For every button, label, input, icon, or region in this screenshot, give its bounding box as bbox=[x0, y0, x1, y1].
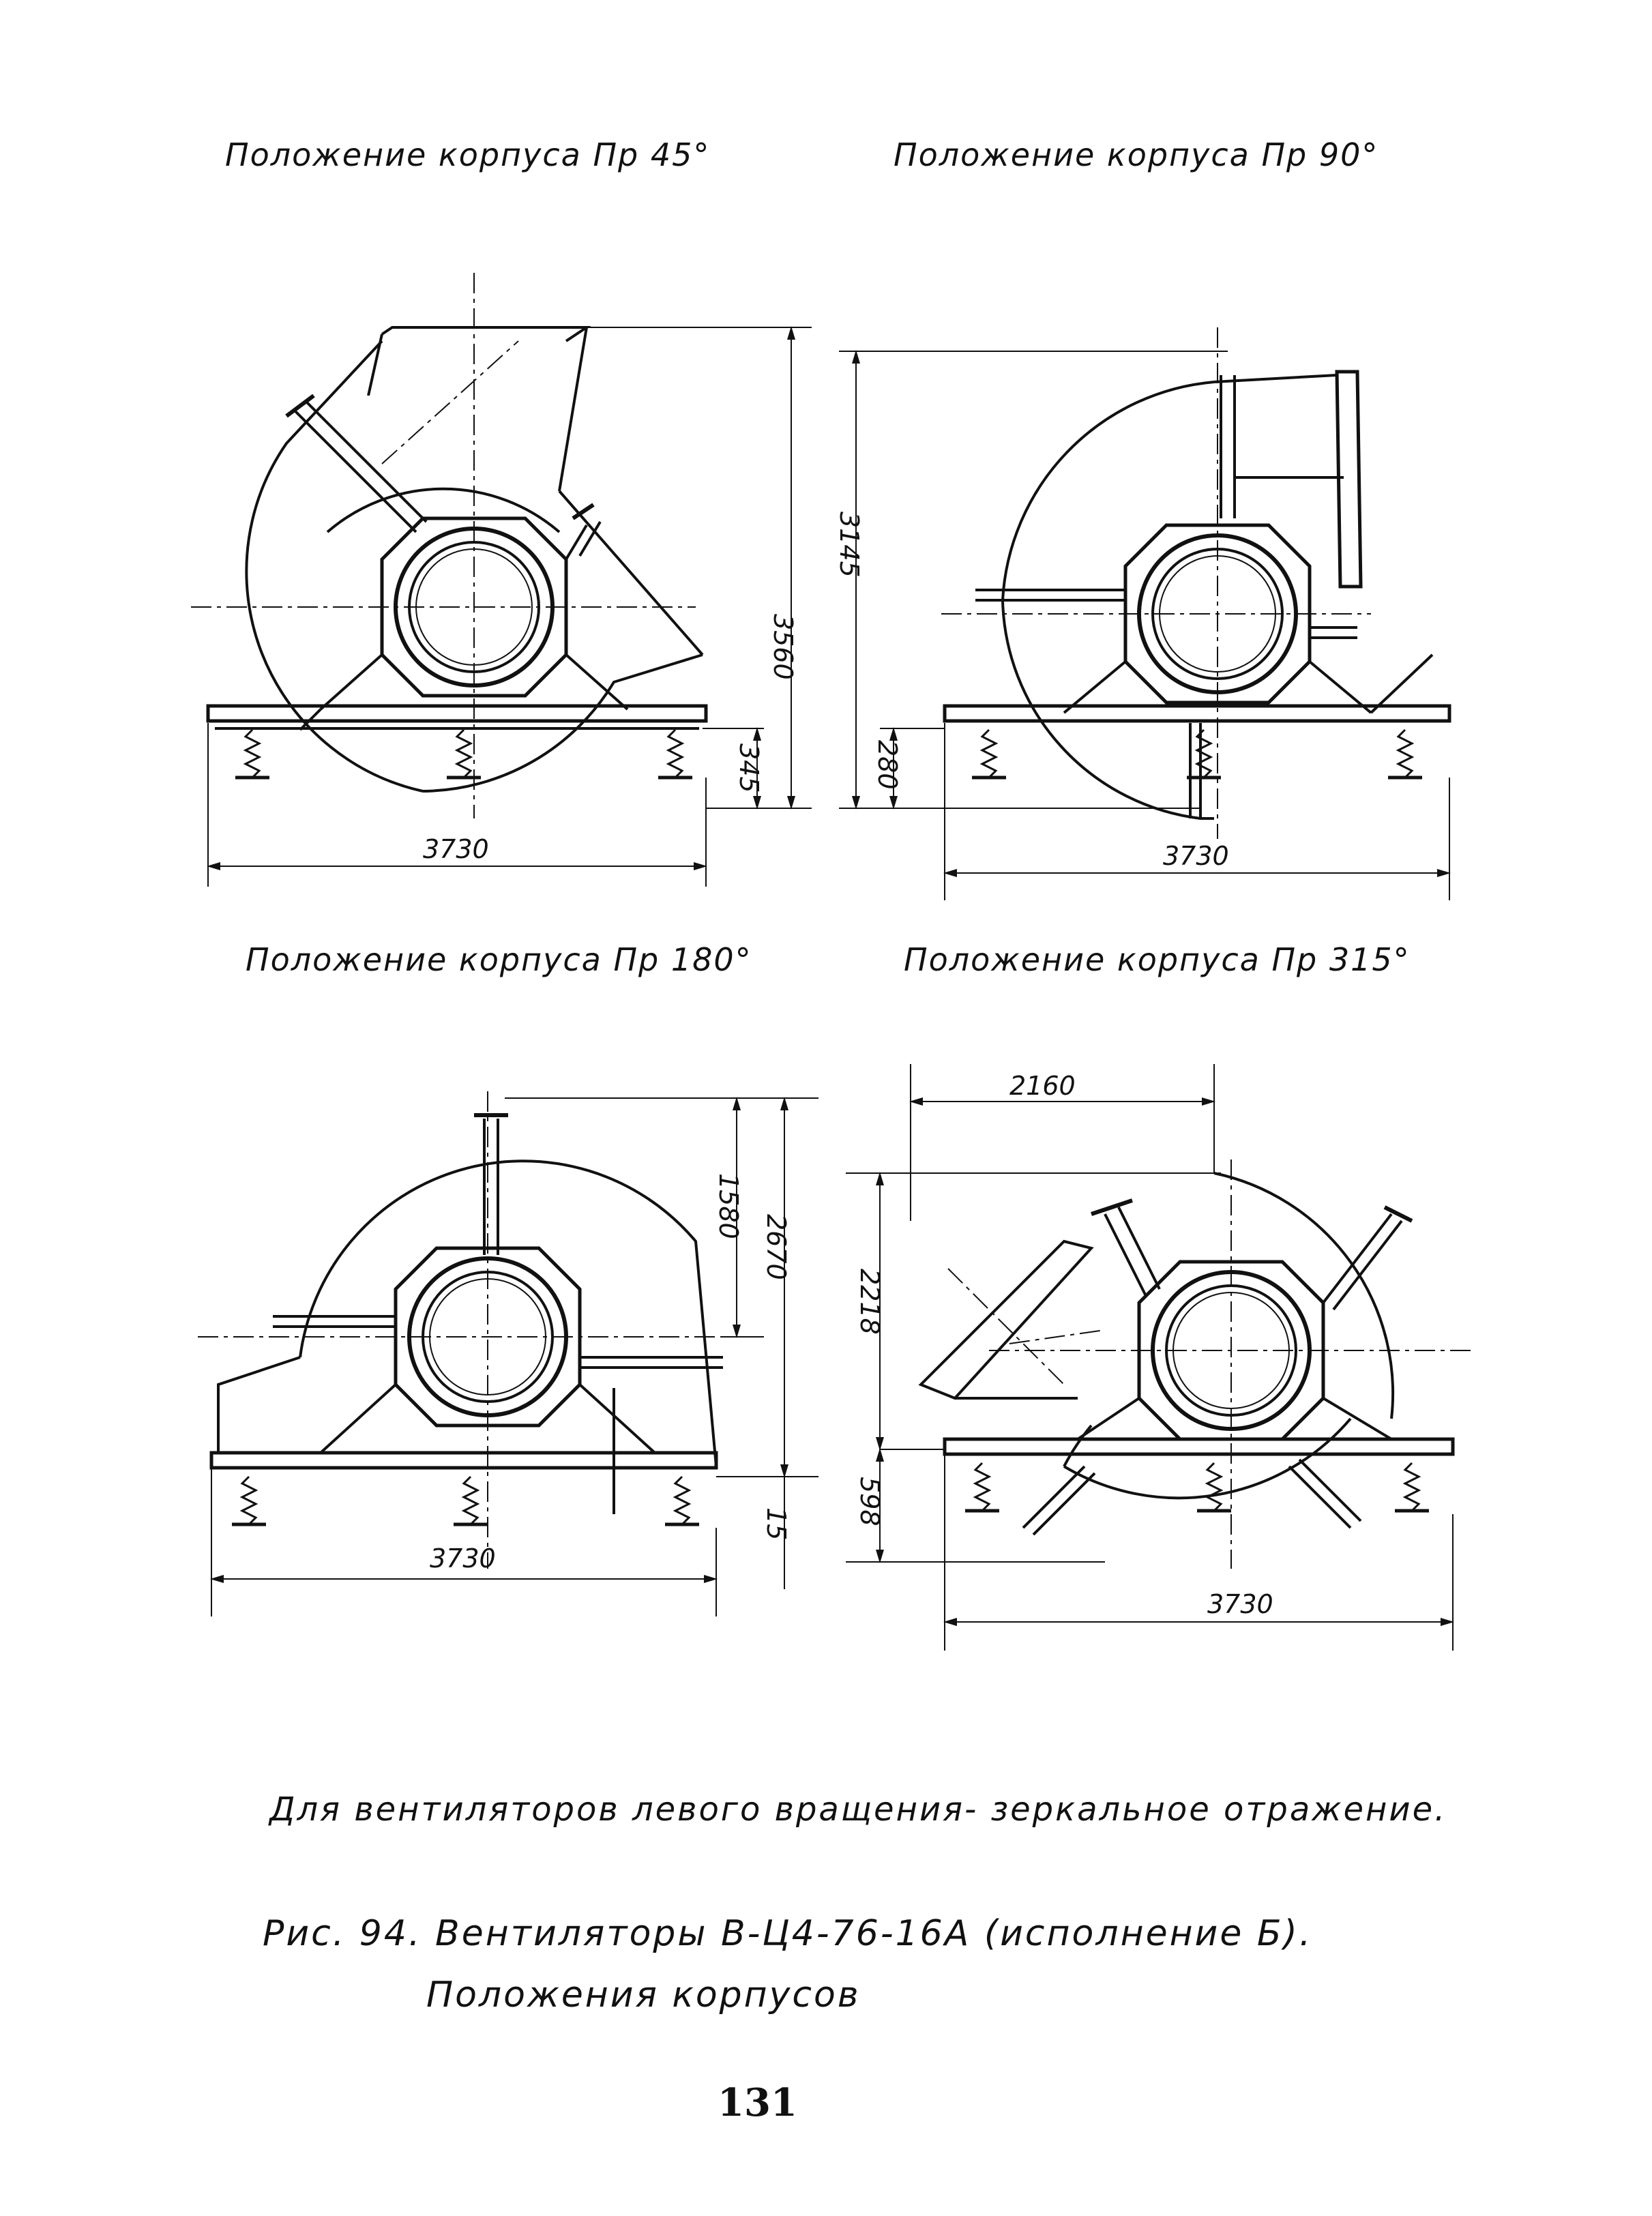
dim-height-45: 3560 bbox=[768, 614, 798, 680]
dim-width-45: 3730 bbox=[423, 834, 489, 864]
figure-caption-line1: Рис. 94. Вентиляторы В-Ц4-76-16А (исполн… bbox=[263, 1913, 1313, 1954]
dim-upper-180: 1580 bbox=[713, 1173, 743, 1239]
dim-height-180: 2670 bbox=[761, 1214, 791, 1280]
panel-title-180: Положение корпуса Пр 180° bbox=[246, 941, 752, 978]
dimensions-90 bbox=[839, 350, 1451, 900]
centerlines-45 bbox=[191, 273, 696, 818]
panel-title-315: Положение корпуса Пр 315° bbox=[904, 941, 1411, 978]
centerlines-180 bbox=[198, 1091, 737, 1569]
fan-drawing-180 bbox=[209, 1113, 723, 1526]
figure-caption-line2: Положения корпусов bbox=[426, 1975, 861, 2015]
centerlines-90 bbox=[941, 327, 1371, 839]
fan-drawing-90 bbox=[943, 370, 1451, 820]
mirror-note: Для вентиляторов левого вращения- зеркал… bbox=[269, 1790, 1447, 1829]
dimensions-180 bbox=[210, 1097, 818, 1616]
dim-base-315: 598 bbox=[855, 1477, 885, 1526]
dim-top-315: 2160 bbox=[1009, 1071, 1076, 1101]
dimensions-315 bbox=[846, 1064, 1454, 1651]
dim-height-90: 3145 bbox=[834, 512, 864, 578]
dim-width-180: 3730 bbox=[430, 1543, 496, 1574]
dim-width-90: 3730 bbox=[1163, 841, 1229, 871]
dim-width-315: 3730 bbox=[1207, 1589, 1273, 1619]
dim-base-45: 345 bbox=[734, 743, 764, 793]
dim-height-315: 2218 bbox=[855, 1269, 885, 1335]
panel-title-45: Положение корпуса Пр 45° bbox=[225, 136, 711, 173]
dim-base-180: 15 bbox=[761, 1507, 791, 1540]
dim-base-90: 280 bbox=[872, 740, 902, 790]
dimensions-45 bbox=[207, 326, 812, 887]
page-number: 131 bbox=[718, 2080, 797, 2125]
fan-drawing-315 bbox=[918, 1172, 1455, 1536]
centerlines-315 bbox=[947, 1159, 1473, 1569]
panel-title-90: Положение корпуса Пр 90° bbox=[894, 136, 1379, 173]
